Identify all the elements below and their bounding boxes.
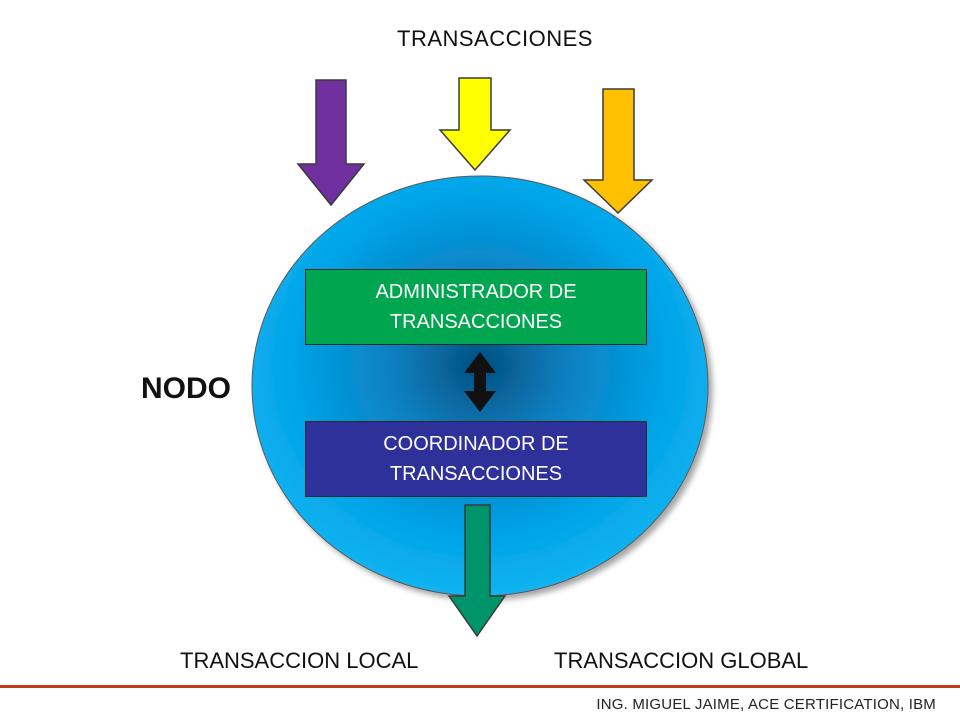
transaction-coordinator-line1: COORDINADOR DE [383, 433, 569, 455]
transaction-coordinator-line2: TRANSACCIONES [389, 463, 563, 485]
bidirectional-arrow-icon [464, 352, 496, 412]
node-label: NODO [141, 372, 231, 405]
incoming-arrow-orange [582, 88, 654, 215]
incoming-arrow-yellow [438, 77, 512, 172]
transaction-coordinator-box: COORDINADOR DE TRANSACCIONES [305, 421, 647, 497]
footer-credit: ING. MIGUEL JAIME, ACE CERTIFICATION, IB… [596, 696, 936, 713]
global-transaction-label: TRANSACCION GLOBAL [554, 648, 809, 673]
incoming-arrow-purple [296, 79, 366, 207]
footer-divider [0, 685, 960, 688]
local-transaction-label: TRANSACCION LOCAL [180, 648, 419, 673]
outgoing-arrow-green [447, 504, 507, 638]
transactions-title: TRANSACCIONES [397, 26, 593, 51]
transaction-manager-line1: ADMINISTRADOR DE [375, 281, 577, 303]
transaction-manager-line2: TRANSACCIONES [389, 311, 563, 333]
transaction-manager-box: ADMINISTRADOR DE TRANSACCIONES [305, 269, 647, 345]
